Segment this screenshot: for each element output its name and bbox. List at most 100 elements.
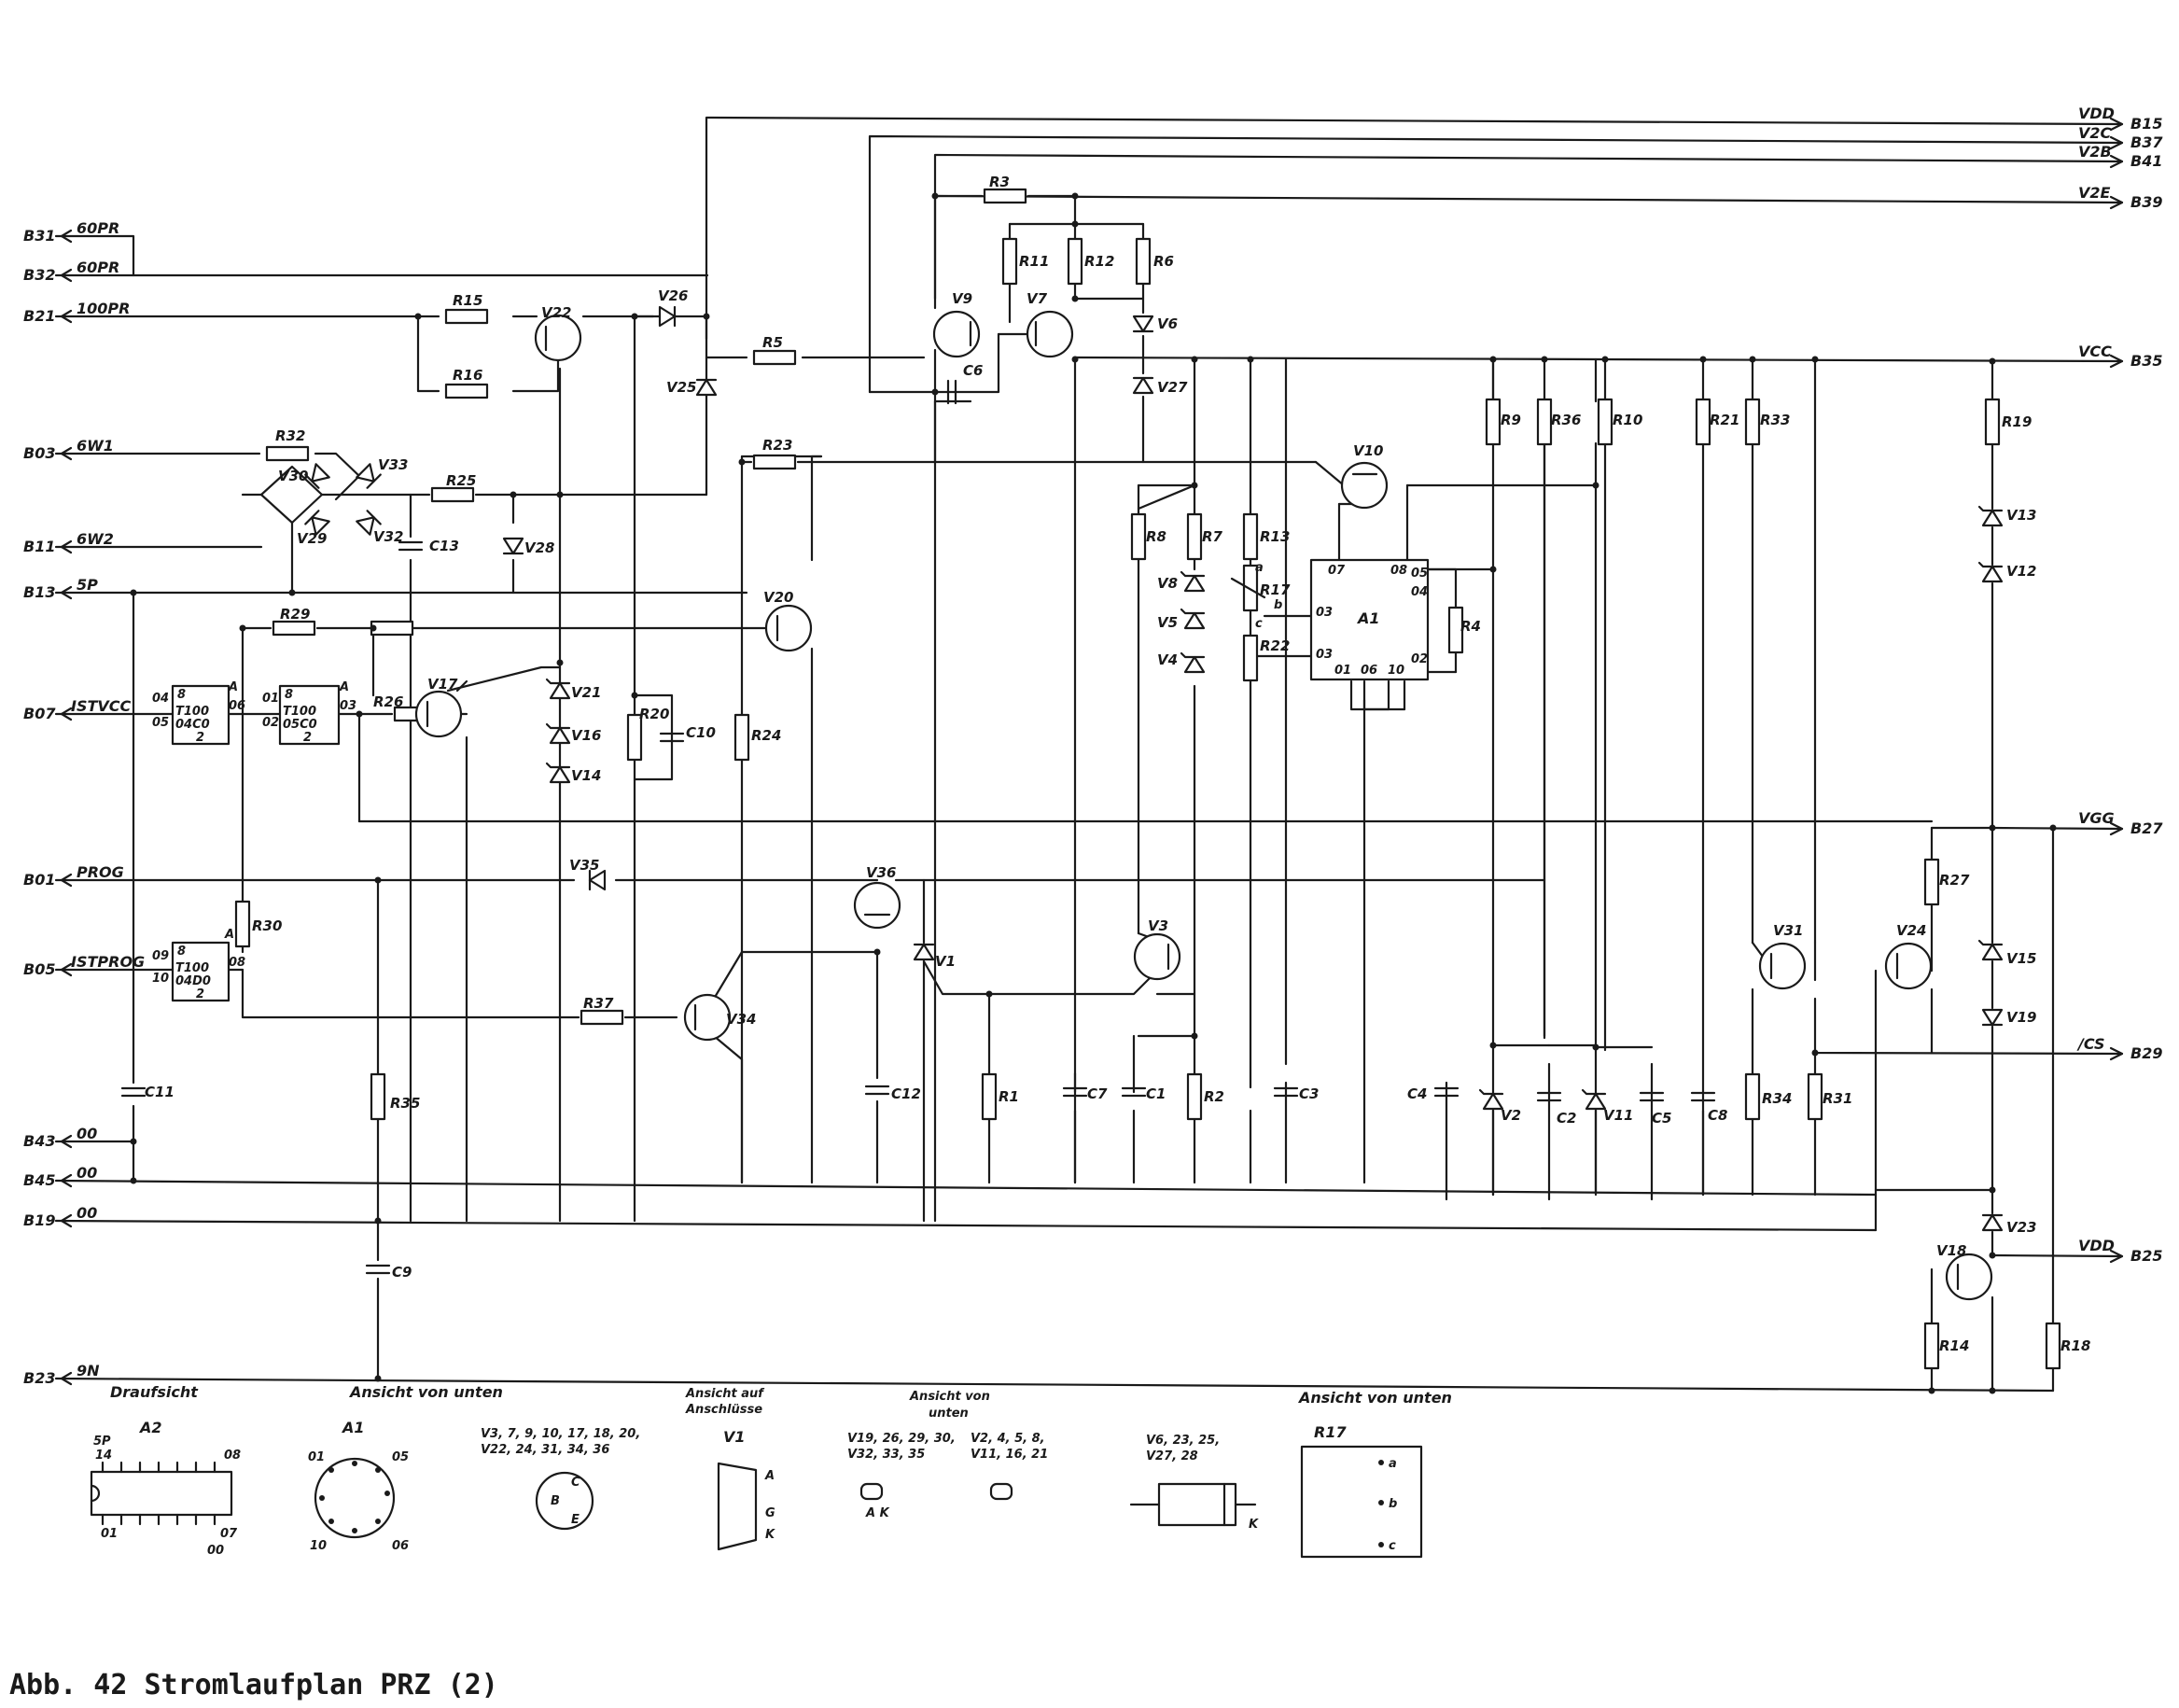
label-v16: V16 [571,727,601,744]
label-r22: R22 [1260,637,1290,654]
terminal-signal-b45: 00 [77,1164,97,1182]
terminal-signal-b07: ISTVCC [71,697,132,715]
ic-a1-pin-03: 03 [1316,648,1333,662]
label-r31: R31 [1823,1090,1852,1107]
terminal-id-b11: B11 [23,538,55,555]
terminal-id-b13: B13 [23,583,55,601]
resistor-r34 [1744,1072,1761,1121]
terminal-id-b23: B23 [23,1369,55,1387]
logic2-pin-in-b: 02 [262,716,279,730]
resistor-r32 [265,445,310,462]
label-v29: V29 [297,530,327,547]
ic-a1-pin-07: 07 [1328,564,1346,578]
ansicht-a1-title: Ansicht von unten [348,1383,503,1401]
zener-v2 [1478,1088,1504,1111]
resistor-r24 [733,713,750,762]
diode-v19 [1981,1008,2004,1027]
resistor-r35 [370,1072,386,1121]
diode-package-2 [989,1482,1013,1501]
ansicht-r17-title: Ansicht von unten [1297,1389,1452,1407]
terminal-signal-b35: VCC [2078,343,2112,360]
logic2-pin-out: 03 [340,699,356,713]
ic-a1-pin-03b: 03 [1316,606,1333,620]
logic3-pin-in-b: 10 [152,972,169,986]
terminal-signal-b43: 00 [77,1125,97,1142]
transistor-v3 [1133,932,1181,981]
label-r24: R24 [751,727,781,744]
logic2-pin-in-a: 01 [262,692,279,706]
terminal-id-b35: B35 [2130,352,2162,370]
dip-package [90,1470,233,1517]
component-labels: R15 R16 V22 V26 V25 R32 V33 V30 V29 V32 … [145,174,2090,1354]
draufsicht-pin-00: 00 [207,1544,224,1558]
footer-ansicht-r17: Ansicht von unten R17 a b c [1297,1389,1452,1559]
ic-a1-pin-10: 10 [1388,664,1404,678]
ansicht-a1-pin-06: 06 [392,1539,409,1553]
logic2-pin-power: 8 [285,688,293,702]
footer-ansicht-v1: Ansicht auf Anschlüsse V1 A G K [685,1387,775,1551]
label-c7: C7 [1087,1085,1108,1102]
label-v6: V6 [1157,315,1178,332]
label-r36: R36 [1551,412,1581,428]
terminal-signal-b21: 100PR [77,300,130,317]
label-v8: V8 [1157,575,1178,592]
label-v4: V4 [1157,651,1178,668]
logic3-pin-in-a: 09 [152,949,169,963]
logic3-pin-out: 08 [229,956,245,970]
terminal-id-b21: B21 [23,307,55,325]
terminal-id-b32: B32 [23,266,55,284]
label-v34: V34 [726,1011,756,1028]
logic2-type: T100 [283,705,316,719]
label-v23: V23 [2006,1219,2036,1236]
draufsicht-pin-07: 07 [220,1527,238,1541]
diode-v25 [695,378,718,397]
ic-a1-pin-05: 05 [1411,567,1428,581]
right-arrows [2109,117,2124,1264]
resistor-r9 [1485,398,1502,446]
logic1-type: T100 [175,705,209,719]
label-c6: C6 [963,362,983,379]
label-r30: R30 [252,917,282,934]
terminal-signal-b25: VDD [2078,1237,2115,1254]
zener-v21 [545,678,571,700]
resistor-r21 [1695,398,1711,446]
terminal-signal-b41: V2B [2078,143,2112,161]
terminal-id-b25: B25 [2130,1247,2162,1265]
zener-v5 [1180,608,1206,630]
footer-ansicht-a1: Ansicht von unten A1 01 05 10 06 [308,1383,503,1553]
label-v31: V31 [1773,922,1803,939]
resistor-r27 [1923,858,1940,906]
resistor-r3 [983,188,1027,204]
label-v14: V14 [571,767,601,784]
terminal-id-b03: B03 [23,444,55,462]
r17-wiper [1230,577,1266,599]
terminal-id-b37: B37 [2130,133,2163,151]
resistor-r29b [370,620,414,637]
label-v7: V7 [1027,290,1048,307]
transistor-v36 [853,881,901,930]
transistor-v7 [1026,310,1074,358]
logic2-out-label: A [339,680,349,694]
transistor-v20 [764,604,813,652]
thyristor-package [717,1462,758,1551]
label-r14: R14 [1939,1337,1969,1354]
terminal-id-b29: B29 [2130,1044,2162,1062]
label-r1: R1 [999,1088,1019,1105]
resistor-r10 [1597,398,1613,446]
terminal-id-b45: B45 [23,1171,55,1189]
ansicht-dioden-title1: Ansicht von [909,1390,990,1404]
right-terminals: VDD B15 V2C B37 V2B B41 V2E B39 VCC B35 … [2076,105,2163,1265]
transistor-v9 [932,310,981,358]
label-c8: C8 [1708,1107,1727,1124]
transistor-v17 [414,690,463,738]
label-r15: R15 [453,292,482,309]
terminal-signal-b19: 00 [77,1204,97,1222]
resistor-r7 [1186,512,1203,561]
label-c12: C12 [891,1085,921,1102]
ic-a1: A1 07 08 05 04 03 02 01 06 10 03 [1309,558,1430,681]
to-package-circle [314,1457,396,1539]
terminal-id-b19: B19 [23,1211,55,1229]
dioden-list2a: V2, 4, 5, 8, [971,1432,1045,1446]
transistor-v10 [1340,461,1389,510]
resistor-r1 [981,1072,998,1121]
